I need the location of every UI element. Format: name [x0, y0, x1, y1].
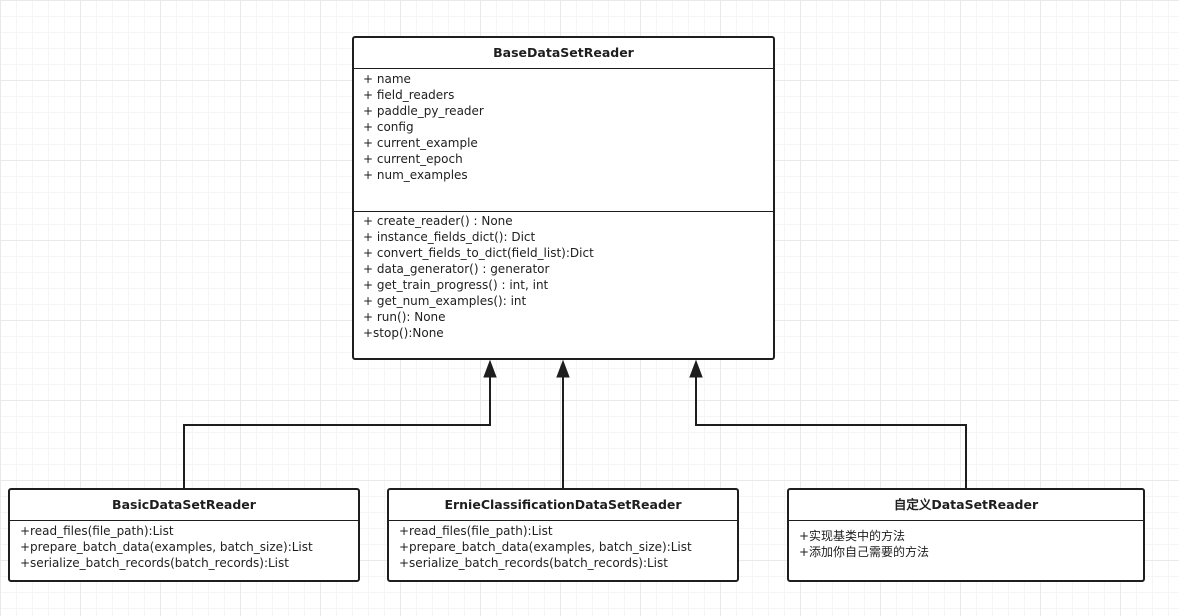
method-item: + get_num_examples(): int [363, 294, 527, 308]
class-name: 自定义DataSetReader [789, 490, 1143, 521]
class-box-ernie-classification-dataset-reader[interactable]: ErnieClassificationDataSetReader +read_f… [387, 488, 739, 582]
inheritance-arrowhead-left [483, 359, 497, 378]
attribute-item: + field_readers [363, 88, 455, 102]
method-list: +read_files(file_path):List +prepare_bat… [389, 521, 737, 571]
method-item: +prepare_batch_data(examples, batch_size… [399, 540, 692, 554]
inheritance-arrowhead-right [689, 359, 703, 378]
attribute-item: + paddle_py_reader [363, 104, 484, 118]
method-list: + create_reader() : None + instance_fiel… [354, 212, 773, 341]
connector-basic-to-base [183, 376, 491, 488]
class-name: BaseDataSetReader [354, 38, 773, 69]
method-item: +prepare_batch_data(examples, batch_size… [20, 540, 313, 554]
attribute-item: + num_examples [363, 168, 468, 182]
class-name: ErnieClassificationDataSetReader [389, 490, 737, 521]
method-item: + instance_fields_dict(): Dict [363, 230, 536, 244]
method-item: +serialize_batch_records(batch_records):… [20, 556, 289, 570]
method-item: +stop():None [363, 326, 444, 340]
member-item: +实现基类中的方法 [799, 529, 906, 543]
method-item: +read_files(file_path):List [20, 524, 174, 538]
class-box-base-dataset-reader[interactable]: BaseDataSetReader + name + field_readers… [352, 36, 775, 360]
connector-custom-to-base [695, 376, 967, 488]
method-item: + create_reader() : None [363, 214, 513, 228]
attribute-item: + current_example [363, 136, 478, 150]
method-item: + get_train_progress() : int, int [363, 278, 549, 292]
method-item: + convert_fields_to_dict(field_list):Dic… [363, 246, 594, 260]
member-item: +添加你自己需要的方法 [799, 545, 930, 559]
member-list: +实现基类中的方法 +添加你自己需要的方法 [789, 521, 1143, 560]
attribute-item: + name [363, 72, 411, 86]
method-item: +read_files(file_path):List [399, 524, 553, 538]
method-list: +read_files(file_path):List +prepare_bat… [10, 521, 358, 571]
method-item: + run(): None [363, 310, 446, 324]
method-item: +serialize_batch_records(batch_records):… [399, 556, 668, 570]
attribute-item: + config [363, 120, 414, 134]
class-box-custom-dataset-reader[interactable]: 自定义DataSetReader +实现基类中的方法 +添加你自己需要的方法 [787, 488, 1145, 582]
class-box-basic-dataset-reader[interactable]: BasicDataSetReader +read_files(file_path… [8, 488, 360, 582]
attribute-item: + current_epoch [363, 152, 463, 166]
attribute-list: + name + field_readers + paddle_py_reade… [354, 69, 773, 212]
class-name: BasicDataSetReader [10, 490, 358, 521]
inheritance-arrowhead-center [556, 359, 570, 378]
method-item: + data_generator() : generator [363, 262, 550, 276]
